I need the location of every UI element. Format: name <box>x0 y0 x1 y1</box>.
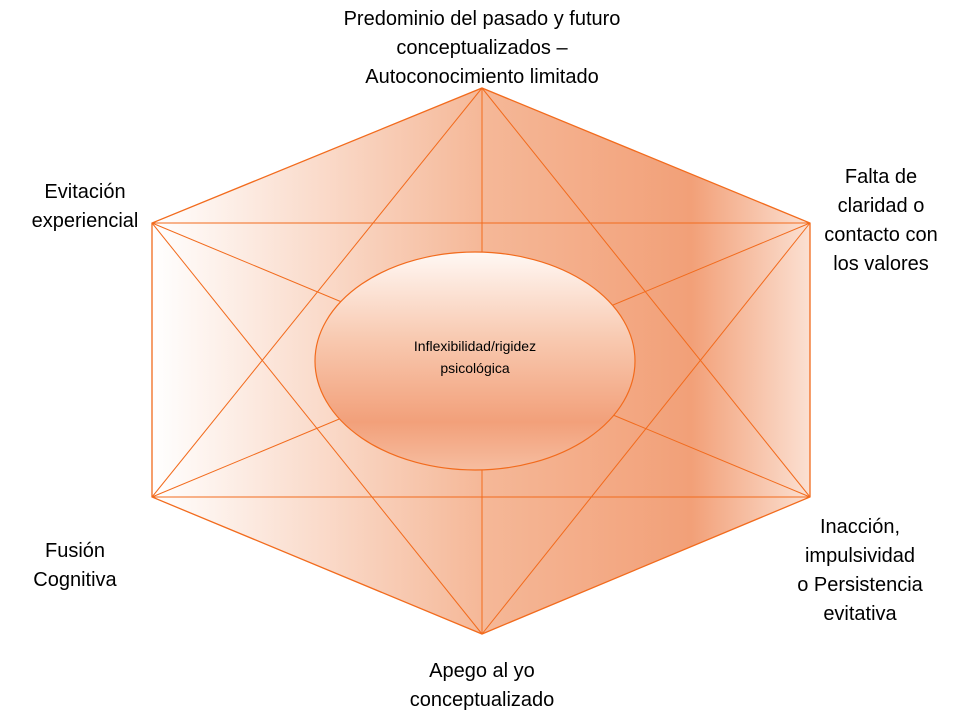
label-line: Inacción, <box>819 516 901 538</box>
node-label-bottom: Apego al yo conceptualizado <box>382 657 582 715</box>
label-line: evitativa <box>823 603 897 625</box>
node-label-lower-right: Inacción, impulsividad o Persistencia ev… <box>778 513 942 629</box>
center-label-line: Inflexibilidad/rigidez <box>413 338 537 354</box>
label-line: conceptualizados – <box>396 37 568 59</box>
label-line: Fusión <box>44 540 106 562</box>
label-line: Falta de <box>844 166 918 188</box>
label-line: experiencial <box>31 210 139 232</box>
label-line: los valores <box>833 253 929 275</box>
label-line: Evitación <box>44 181 126 203</box>
label-line: Predominio del pasado y futuro <box>343 8 621 30</box>
label-line: Apego al yo <box>429 660 535 682</box>
label-line: impulsividad <box>804 545 916 567</box>
label-line: o Persistencia <box>797 574 923 596</box>
center-label: Inflexibilidad/rigidez psicológica <box>315 335 635 379</box>
label-line: conceptualizado <box>409 689 555 711</box>
center-ellipse <box>314 251 636 471</box>
node-label-top: Predominio del pasado y futuro conceptua… <box>262 5 702 92</box>
node-label-upper-right: Falta de claridad o contacto con los val… <box>806 163 956 279</box>
label-line: contacto con <box>824 224 938 246</box>
label-line: Cognitiva <box>33 569 117 591</box>
label-line: claridad o <box>837 195 925 217</box>
node-label-lower-left: Fusión Cognitiva <box>5 537 145 595</box>
label-line: Autoconocimiento limitado <box>365 66 599 88</box>
node-label-upper-left: Evitación experiencial <box>10 178 160 236</box>
center-label-line: psicológica <box>440 360 510 376</box>
